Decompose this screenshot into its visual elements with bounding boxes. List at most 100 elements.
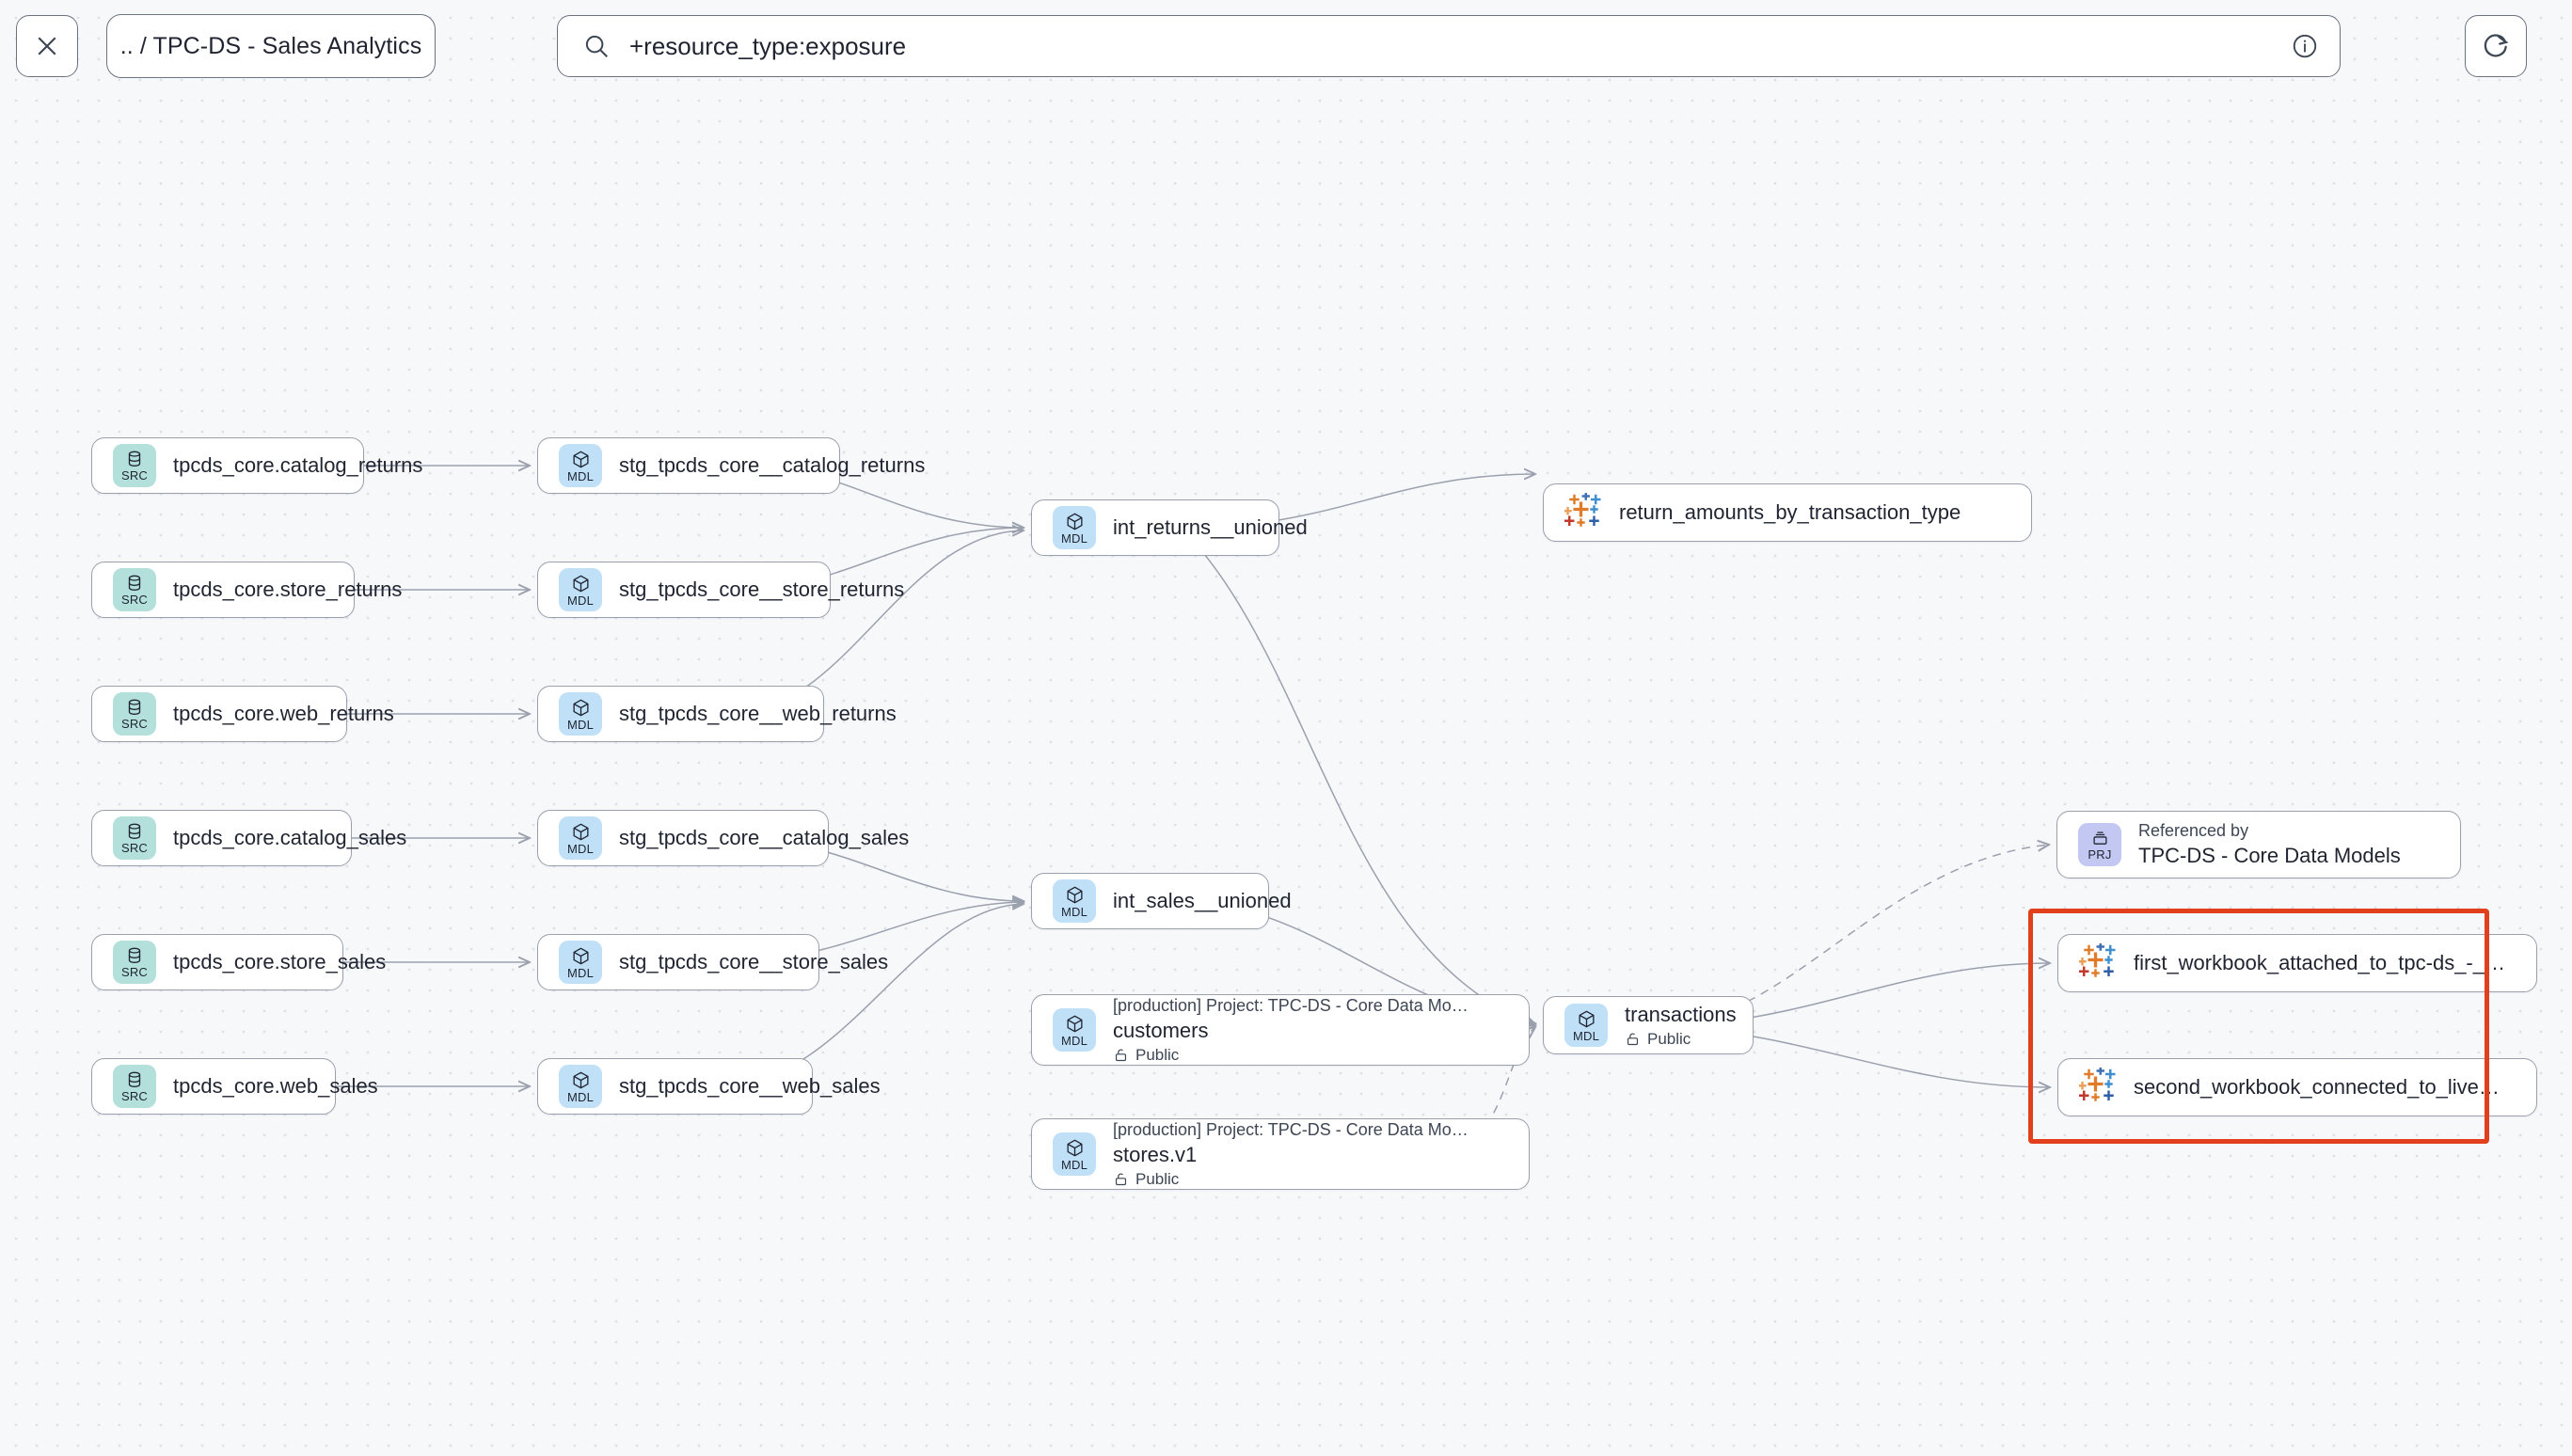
- graph-node-src_store_returns[interactable]: SRC tpcds_core.store_returns: [91, 562, 402, 618]
- database-icon: [128, 699, 141, 716]
- node-body: int_returns__unioned: [1113, 515, 1308, 540]
- node-body: tpcds_core.store_sales: [173, 950, 386, 974]
- node-type-badge-label: MDL: [566, 841, 595, 856]
- node-access-label: Public: [1647, 1029, 1691, 1048]
- node-type-badge-mdl: MDL: [559, 941, 602, 984]
- refresh-icon: [2484, 34, 2509, 57]
- graph-node-mdl_stg_web_returns[interactable]: MDL stg_tpcds_core__web_returns: [537, 686, 897, 742]
- node-label: tpcds_core.store_sales: [173, 950, 387, 973]
- node-body: return_amounts_by_transaction_type: [1619, 500, 1961, 525]
- node-type-badge-mdl: MDL: [559, 692, 602, 736]
- node-type-badge-label: SRC: [120, 468, 149, 483]
- node-type-badge-label: MDL: [1060, 530, 1088, 546]
- node-type-badge-src: SRC: [113, 816, 156, 860]
- node-label: first_workbook_attached_to_tpc-ds_-_…: [2134, 951, 2505, 974]
- unlock-icon: [1627, 1033, 1639, 1046]
- cube-icon: [572, 947, 589, 964]
- cube-icon: [572, 699, 589, 716]
- node-type-badge-mdl: MDL: [559, 1065, 602, 1108]
- node-label: stg_tpcds_core__catalog_sales: [619, 826, 910, 849]
- node-type-badge-src: SRC: [113, 692, 156, 736]
- graph-node-mdl_stores_v1[interactable]: MDL[production] Project: TPC-DS - Core D…: [1031, 1118, 1530, 1190]
- graph-node-src_catalog_returns[interactable]: SRC tpcds_core.catalog_returns: [91, 437, 422, 494]
- unlock-icon: [1115, 1173, 1127, 1186]
- node-access-label: Public: [1135, 1169, 1180, 1188]
- project-icon: [2092, 831, 2107, 845]
- cube-icon: [572, 451, 589, 467]
- node-body: tpcds_core.store_returns: [173, 578, 402, 602]
- graph-node-mdl_int_returns_unioned[interactable]: MDL int_returns__unioned: [1031, 499, 1308, 556]
- graph-node-src_web_sales[interactable]: SRC tpcds_core.web_sales: [91, 1058, 378, 1115]
- node-label: tpcds_core.web_sales: [173, 1074, 378, 1098]
- node-type-badge-mdl: MDL: [1053, 879, 1096, 923]
- node-label: tpcds_core.web_returns: [173, 702, 394, 725]
- graph-node-exp_second_workbook[interactable]: second_workbook_connected_to_live…: [2057, 1058, 2537, 1116]
- node-type-badge-src: SRC: [113, 444, 156, 487]
- node-label: stg_tpcds_core__web_sales: [619, 1074, 881, 1098]
- cube-icon: [572, 823, 589, 840]
- node-type-badge-label: MDL: [1060, 1033, 1088, 1048]
- info-icon[interactable]: [2291, 32, 2319, 60]
- graph-node-mdl_stg_store_sales[interactable]: MDL stg_tpcds_core__store_sales: [537, 934, 888, 990]
- database-icon: [128, 947, 141, 964]
- node-type-badge-mdl: MDL: [1053, 1132, 1096, 1176]
- close-button[interactable]: [16, 15, 78, 77]
- node-body: stg_tpcds_core__web_returns: [619, 702, 897, 726]
- node-body: stg_tpcds_core__catalog_sales: [619, 826, 909, 850]
- node-label: stores.v1: [1113, 1142, 1198, 1166]
- node-label: int_returns__unioned: [1113, 515, 1308, 539]
- graph-node-mdl_customers[interactable]: MDL [production] Project: TPC-DS - Core D…: [1031, 994, 1530, 1066]
- node-type-badge-label: MDL: [566, 717, 595, 732]
- graph-node-src_store_sales[interactable]: SRC tpcds_core.store_sales: [91, 934, 386, 990]
- node-body: stg_tpcds_core__store_sales: [619, 950, 888, 974]
- node-body: stg_tpcds_core__catalog_returns: [619, 453, 925, 478]
- search-input[interactable]: +resource_type:exposure: [557, 15, 2341, 77]
- node-label: return_amounts_by_transaction_type: [1619, 500, 1961, 524]
- refresh-button[interactable]: [2465, 15, 2527, 77]
- node-type-badge-label: SRC: [120, 965, 149, 979]
- node-body: first_workbook_attached_to_tpc-ds_-_…: [2134, 951, 2505, 975]
- graph-node-mdl_stg_catalog_sales[interactable]: MDL stg_tpcds_core__catalog_sales: [537, 810, 909, 866]
- node-label: stg_tpcds_core__web_returns: [619, 702, 897, 725]
- node-subtitle: [production] Project: TPC-DS - Core Data…: [1113, 995, 1469, 1015]
- database-icon: [128, 575, 141, 592]
- node-type-badge-mdl: MDL: [1053, 506, 1096, 549]
- unlock-icon: [1115, 1049, 1127, 1062]
- graph-node-src_web_returns[interactable]: SRC tpcds_core.web_returns: [91, 686, 394, 742]
- graph-node-src_catalog_sales[interactable]: SRC tpcds_core.catalog_sales: [91, 810, 406, 866]
- node-label: customers: [1113, 1018, 1209, 1042]
- node-body: [production] Project: TPC-DS - Core Data…: [1113, 996, 1469, 1065]
- breadcrumb-label: .. / TPC-DS - Sales Analytics: [119, 32, 422, 59]
- exposure-tableau-icon: [2079, 1068, 2116, 1101]
- node-type-badge-src: SRC: [113, 1065, 156, 1108]
- node-type-badge-prj: PRJ: [2078, 823, 2121, 866]
- node-type-badge-label: MDL: [566, 468, 595, 483]
- node-type-badge-label: MDL: [566, 1089, 595, 1104]
- node-type-badge-src: SRC: [113, 941, 156, 984]
- node-type-badge-mdl: MDL: [559, 816, 602, 860]
- node-label: second_workbook_connected_to_live…: [2134, 1075, 2500, 1099]
- node-body: tpcds_core.catalog_returns: [173, 453, 422, 478]
- graph-node-mdl_stg_web_sales[interactable]: MDL stg_tpcds_core__web_sales: [537, 1058, 881, 1115]
- node-subtitle: Referenced by: [2138, 821, 2249, 840]
- bottom-toolbar: Lenses Resource type ModelSourceSnapshot…: [0, 1317, 2572, 1456]
- breadcrumb[interactable]: .. / TPC-DS - Sales Analytics: [106, 14, 436, 78]
- edge-layer: [243, 109, 2572, 1155]
- node-body: tpcds_core.web_sales: [173, 1074, 378, 1099]
- database-icon: [128, 451, 141, 467]
- graph-node-mdl_stg_catalog_returns[interactable]: MDL stg_tpcds_core__catalog_returns: [537, 437, 925, 494]
- node-type-badge-label: PRJ: [2088, 847, 2112, 862]
- node-type-badge-mdl: MDL: [559, 444, 602, 487]
- graph-node-exp_return_amounts[interactable]: return_amounts_by_transaction_type: [1543, 483, 2032, 542]
- graph-node-exp_first_workbook[interactable]: first_workbook_attached_to_tpc-ds_-_…: [2057, 934, 2537, 992]
- node-type-badge-mdl: MDL: [559, 568, 602, 611]
- node-label: tpcds_core.catalog_sales: [173, 826, 407, 849]
- node-type-badge-label: SRC: [120, 593, 149, 607]
